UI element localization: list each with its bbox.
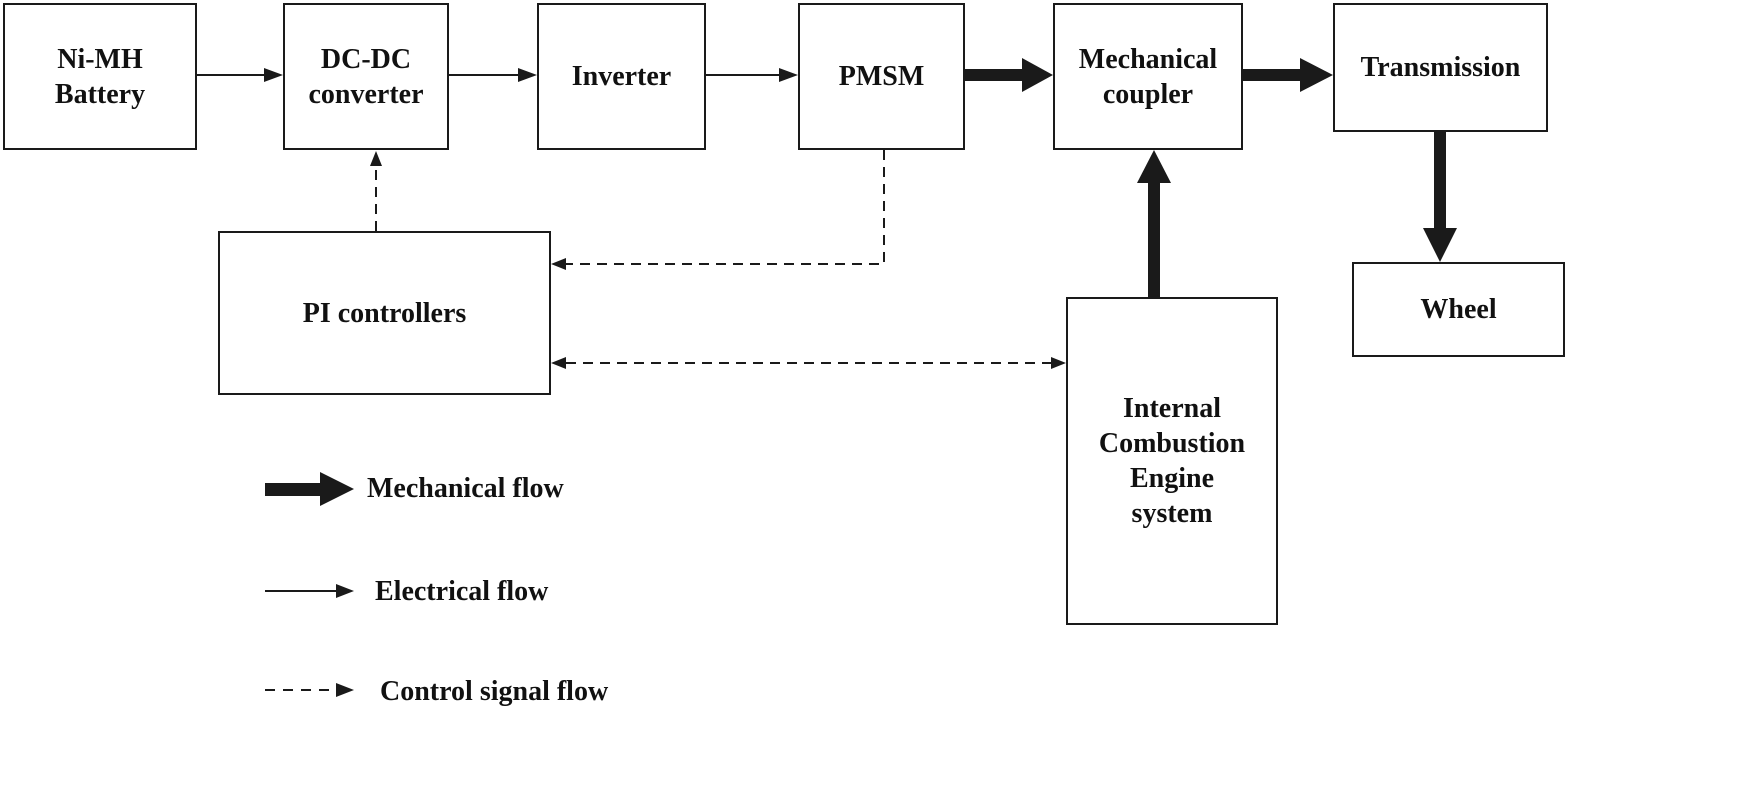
dcdc-converter-label: DC-DC converter (308, 43, 424, 110)
mechanical-coupler-block: Mechanical coupler (1053, 3, 1243, 150)
pmsm-block: PMSM (798, 3, 965, 150)
mechanical-arrow-transmission-to-wheel (1423, 132, 1457, 262)
control-arrow-pi-to-dcdc (370, 151, 382, 231)
inverter-label: Inverter (571, 61, 672, 92)
mechanical-arrow-pmsm-to-coupler (965, 58, 1053, 92)
legend-electrical-sample (265, 584, 354, 598)
pi-controllers-block: PI controllers (218, 231, 551, 395)
transmission-block: Transmission (1333, 3, 1548, 132)
wheel-block: Wheel (1352, 262, 1565, 357)
battery-label: Ni-MH Battery (54, 43, 146, 110)
ice-system-block: Internal Combustion Engine system (1066, 297, 1278, 625)
wheel-label: Wheel (1420, 294, 1497, 325)
mechanical-coupler-label: Mechanical coupler (1078, 43, 1218, 110)
battery-block: Ni-MH Battery (3, 3, 197, 150)
inverter-block: Inverter (537, 3, 706, 150)
control-arrow-pi-ice-bidirectional (551, 357, 1066, 369)
electrical-arrow-dcdc-to-inverter (449, 68, 537, 82)
pmsm-label: PMSM (838, 61, 925, 92)
ice-system-label: Internal Combustion Engine system (1098, 393, 1246, 529)
legend-control-label: Control signal flow (380, 676, 609, 707)
control-arrow-pmsm-to-pi (551, 150, 885, 270)
mechanical-arrow-coupler-to-transmission (1243, 58, 1333, 92)
electrical-arrow-battery-to-dcdc (197, 68, 283, 82)
mechanical-arrow-ice-to-coupler (1137, 150, 1171, 298)
legend-mechanical-label: Mechanical flow (367, 473, 564, 504)
pi-controllers-label: PI controllers (302, 297, 467, 329)
legend-control-sample (265, 683, 354, 697)
legend-mechanical-sample (265, 472, 354, 506)
electrical-arrow-inverter-to-pmsm (706, 68, 798, 82)
transmission-label: Transmission (1360, 52, 1521, 83)
dcdc-converter-block: DC-DC converter (283, 3, 449, 150)
legend-electrical-label: Electrical flow (375, 576, 549, 607)
